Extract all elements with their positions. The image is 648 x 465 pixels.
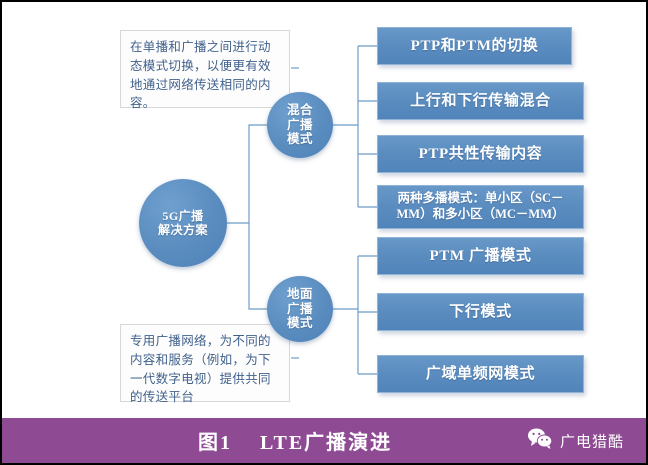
wire-center-to-hybrid xyxy=(248,124,267,223)
node-hybrid-broadcast-mode-label: 混合 广播 模式 xyxy=(286,102,313,147)
note-hybrid: 在单播和广播之间进行动态模式切换，以便更有效地通过网络传送相同的内容。 xyxy=(120,30,290,111)
wire-center-to-ground xyxy=(248,223,267,310)
caption-bar: 图1 LTE广播演进 广电猎酷 xyxy=(2,418,646,463)
note-terrestrial: 专用广播网络，为不同的内容和服务（例如，为下一代数字电视）提供共同的传送平台 xyxy=(120,324,290,405)
node-terrestrial-broadcast-mode[interactable]: 地面 广播 模式 xyxy=(267,276,333,342)
box-uplink-downlink-mix[interactable]: 上行和下行传输混合 xyxy=(377,82,584,120)
node-5g-broadcast-solution[interactable]: 5G广播 解决方案 xyxy=(139,179,227,267)
note-hybrid-text: 在单播和广播之间进行动态模式切换，以便更有效地通过网络传送相同的内容。 xyxy=(130,40,271,111)
brand-block[interactable]: 广电猎酷 xyxy=(527,427,624,454)
box-ptp-common-content-label: PTP共性传输内容 xyxy=(418,145,543,162)
diagram-canvas: 在单播和广播之间进行动态模式切换，以便更有效地通过网络传送相同的内容。 专用广播… xyxy=(2,2,646,420)
box-ptm-broadcast-mode[interactable]: PTM 广播模式 xyxy=(377,237,584,275)
box-two-multicast-modes-label: 两种多播模式：单小区（SC－MM）和多小区（MC－MM） xyxy=(396,191,565,221)
box-wide-area-sfn-mode[interactable]: 广域单频网模式 xyxy=(377,355,584,393)
node-5g-broadcast-solution-label: 5G广播 解决方案 xyxy=(157,208,208,237)
node-terrestrial-broadcast-mode-label: 地面 广播 模式 xyxy=(286,286,313,331)
box-ptp-ptm-switch-label: PTP和PTM的切换 xyxy=(410,37,539,54)
box-two-multicast-modes[interactable]: 两种多播模式：单小区（SC－MM）和多小区（MC－MM） xyxy=(377,185,584,229)
box-wide-area-sfn-mode-label: 广域单频网模式 xyxy=(425,365,536,382)
note-terrestrial-text: 专用广播网络，为不同的内容和服务（例如，为下一代数字电视）提供共同的传送平台 xyxy=(130,334,271,405)
box-ptp-common-content[interactable]: PTP共性传输内容 xyxy=(377,135,584,173)
wechat-icon xyxy=(527,427,553,454)
figure-caption: 图1 LTE广播演进 xyxy=(198,432,393,454)
box-downlink-mode-label: 下行模式 xyxy=(449,303,512,320)
box-downlink-mode[interactable]: 下行模式 xyxy=(377,293,584,331)
box-ptm-broadcast-mode-label: PTM 广播模式 xyxy=(429,247,532,264)
connector-lines xyxy=(227,45,377,375)
brand-name: 广电猎酷 xyxy=(559,433,624,450)
node-hybrid-broadcast-mode[interactable]: 混合 广播 模式 xyxy=(267,92,333,158)
box-uplink-downlink-mix-label: 上行和下行传输混合 xyxy=(410,92,551,109)
box-ptp-ptm-switch[interactable]: PTP和PTM的切换 xyxy=(377,27,572,65)
